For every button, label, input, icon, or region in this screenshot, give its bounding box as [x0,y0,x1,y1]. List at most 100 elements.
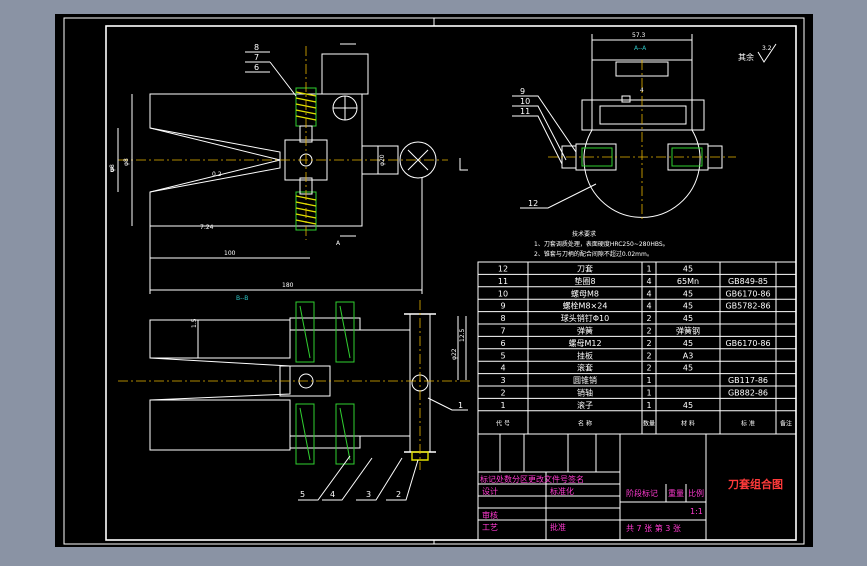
tech-req-line-1: 1、刀套调质处理，表面硬度HRC250~280HBS。 [534,240,669,248]
section-bb-label: B--B [236,295,248,302]
bom-cell-qty: 2 [646,327,651,336]
bom-cell-name: 挂板 [577,350,593,360]
roughness-value: 3.2 [762,45,772,52]
bom-cell-qty: 4 [646,302,651,311]
technical-requirements: 技术要求 1、刀套调质处理，表面硬度HRC250~280HBS。 2、锥套与刀柄… [534,230,669,258]
bom-header-note: 备注 [780,419,792,427]
tech-req-title: 技术要求 [572,230,596,238]
bom-cell-standard: GB5782-86 [725,302,770,311]
bom-header-qty: 数量 [643,419,655,427]
balloon-12: 12 [528,199,538,208]
bom-cell-qty: 4 [646,289,651,298]
designer-label: 设计 [482,486,498,496]
weight-label: 重量 [668,488,684,498]
sheet-count: 共 7 张 第 3 张 [626,523,681,533]
balloon-1: 1 [458,401,463,410]
bom-cell-qty: 2 [646,364,651,373]
bom-cell-material: 45 [683,302,693,311]
bom-cell-no: 2 [500,389,505,398]
revision-row: 标记处数分区更改文件号签名 [480,474,584,484]
review-label: 审核 [482,510,498,520]
stage-label: 阶段标记 [626,488,658,498]
bom-cell-no: 5 [500,351,505,360]
bom-cell-name: 圆锥销 [573,375,597,385]
section-bb-view: B--B 1.5 φ22 12.5 5 4 3 2 1 [118,295,470,501]
dim-left-inner: φ8 [109,164,116,172]
bom-cell-material: 45 [683,339,693,348]
bom-cell-name: 弹簧 [577,326,593,336]
scale-label: 比例 [688,488,704,498]
cut-label-a: A [336,240,341,247]
bom-cell-qty: 1 [646,265,651,274]
bom-cell-standard: GB6170-86 [725,339,770,348]
section-aa-view: A--A 57.3 4 9 10 11 12 其余 3.2 [512,32,777,222]
bom-cell-name: 垫圈8 [574,276,595,286]
main-view-top-left: φ8 φ8 100 180 7:24 0.2 φ20 8 7 6 A B [109,43,468,294]
bom-cell-standard: GB882-86 [728,389,768,398]
bom-cell-material: 45 [683,265,693,274]
bom-cell-no: 10 [498,289,508,298]
roughness-label: 其余 [738,52,754,62]
bom-cell-name: 球头销钉Φ10 [561,313,609,323]
bom-cell-name: 螺母M8 [571,288,599,298]
bom-cell-no: 11 [498,277,508,286]
canvas-area [55,14,813,547]
balloon-4: 4 [330,490,335,499]
label-b: B [110,167,114,174]
dim-bottom-2: 180 [282,282,294,289]
balloon-9: 9 [520,87,525,96]
balloon-7: 7 [254,53,259,62]
dim-top-width: 57.3 [632,32,646,39]
bom-header-standard: 标 准 [741,419,755,427]
bom-cell-material: 45 [683,314,693,323]
bom-cell-material: 45 [683,401,693,410]
dim-mid: 0.2 [212,171,222,178]
bom-cell-name: 滚子 [577,400,593,410]
scale-value: 1:1 [690,507,703,516]
dim-bottom-1: 100 [224,250,236,257]
bom-cell-no: 12 [498,265,508,274]
balloon-2: 2 [396,490,401,499]
bom-cell-no: 3 [500,376,505,385]
standardize-label: 标准化 [550,486,574,496]
dim-small: 1.5 [191,318,198,328]
bom-cell-name: 螺母M12 [568,338,601,348]
bom-cell-no: 7 [500,327,505,336]
section-aa-label: A--A [634,45,647,52]
dim-bore: φ22 [451,348,458,360]
bom-cell-standard: GB117-86 [728,376,768,385]
balloon-5: 5 [300,490,305,499]
bom-header-no: 代 号 [496,419,510,427]
process-label: 工艺 [482,523,498,532]
bom-cell-no: 9 [500,302,505,311]
balloon-3: 3 [366,490,371,499]
approve-label: 批准 [550,522,566,532]
bom-cell-material: 弹簧钢 [676,326,700,336]
dim-ref: 4 [640,87,644,94]
bom-cell-material: 45 [683,364,693,373]
bom-cell-no: 8 [500,314,505,323]
bom-cell-standard: GB849-85 [728,277,768,286]
bom-cell-name: 螺栓M8×24 [563,301,608,311]
bom-cell-no: 4 [500,364,505,373]
bom-cell-qty: 2 [646,339,651,348]
balloon-8: 8 [254,43,259,52]
bom-cell-standard: GB6170-86 [725,289,770,298]
title-block: 标记处数分区更改文件号签名 设计 标准化 审核 工艺 批准 阶段标记 重量 比例… [477,433,797,541]
dim-taper: 7:24 [200,224,214,231]
bom-header-name: 名 称 [578,419,592,427]
bom-cell-qty: 2 [646,314,651,323]
bom-cell-material: 45 [683,289,693,298]
dim-right: 12.5 [459,328,466,342]
bom-cell-no: 6 [500,339,505,348]
bom-cell-qty: 1 [646,376,651,385]
bom-cell-qty: 4 [646,277,651,286]
dim-small-2: φ20 [379,154,386,166]
bom-header-material: 材 料 [681,419,695,427]
bom-cell-material: 65Mn [677,277,699,286]
bom-cell-qty: 1 [646,401,651,410]
drawing-title: 刀套组合图 [728,477,783,491]
